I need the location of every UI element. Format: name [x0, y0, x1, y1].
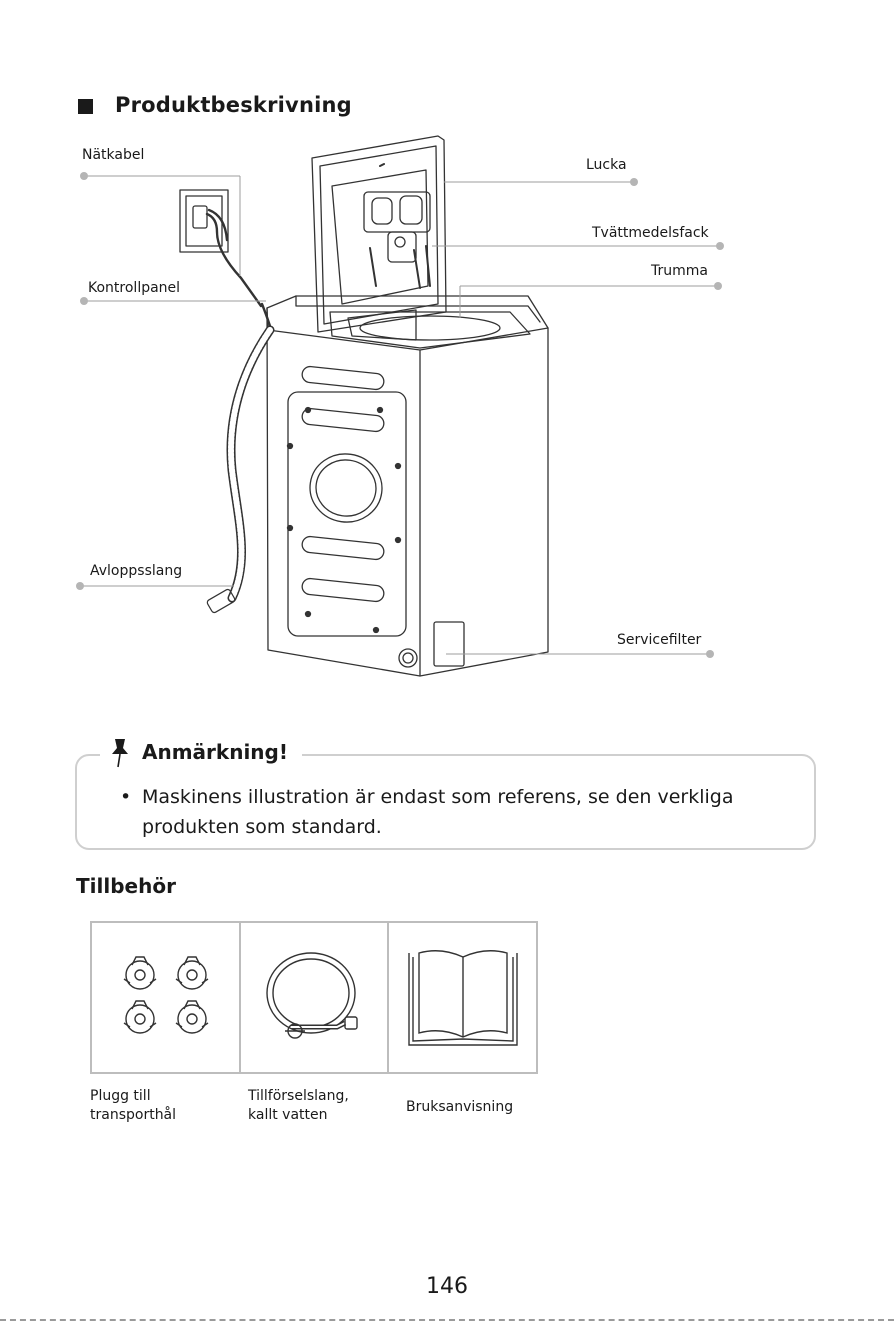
callout-lid: Lucka [586, 157, 627, 173]
callout-detergent-drawer: Tvättmedelsfack [592, 225, 709, 241]
callout-service-filter: Servicefilter [617, 632, 701, 648]
note-body: • Maskinens illustration är endast som r… [120, 782, 800, 842]
transport-plug-icon [92, 923, 240, 1072]
callout-drain-hose: Avloppsslang [90, 563, 182, 579]
accessory-label-plugs: Plugg till transporthål [90, 1087, 176, 1125]
machine-body [267, 296, 548, 676]
accessory-cell-hose [239, 923, 388, 1072]
callout-control-panel: Kontrollpanel [88, 280, 180, 296]
accessories-title: Tillbehör [76, 874, 176, 898]
bottom-dashed-line [0, 1319, 894, 1321]
manual-book-icon [389, 923, 537, 1072]
note-title: Anmärkning! [142, 740, 288, 764]
callout-drum: Trumma [651, 263, 708, 279]
note-bullet: • [120, 782, 131, 812]
inlet-hose-icon [241, 923, 389, 1072]
note-text: Maskinens illustration är endast som ref… [120, 782, 800, 842]
washing-machine-diagram [0, 0, 894, 720]
accessory-label-manual: Bruksanvisning [406, 1098, 513, 1117]
accessory-label-hose: Tillförselslang, kallt vatten [248, 1087, 349, 1125]
lid [312, 136, 446, 340]
drain-hose [206, 330, 270, 614]
note-header: Anmärkning! [100, 735, 302, 769]
accessories-grid [90, 921, 538, 1074]
accessory-cell-plugs [92, 923, 239, 1072]
wall-socket-icon [180, 190, 261, 306]
page-number: 146 [0, 1274, 894, 1299]
pushpin-icon [108, 736, 132, 768]
callout-power-cable: Nätkabel [82, 147, 144, 163]
accessory-cell-manual [387, 923, 536, 1072]
